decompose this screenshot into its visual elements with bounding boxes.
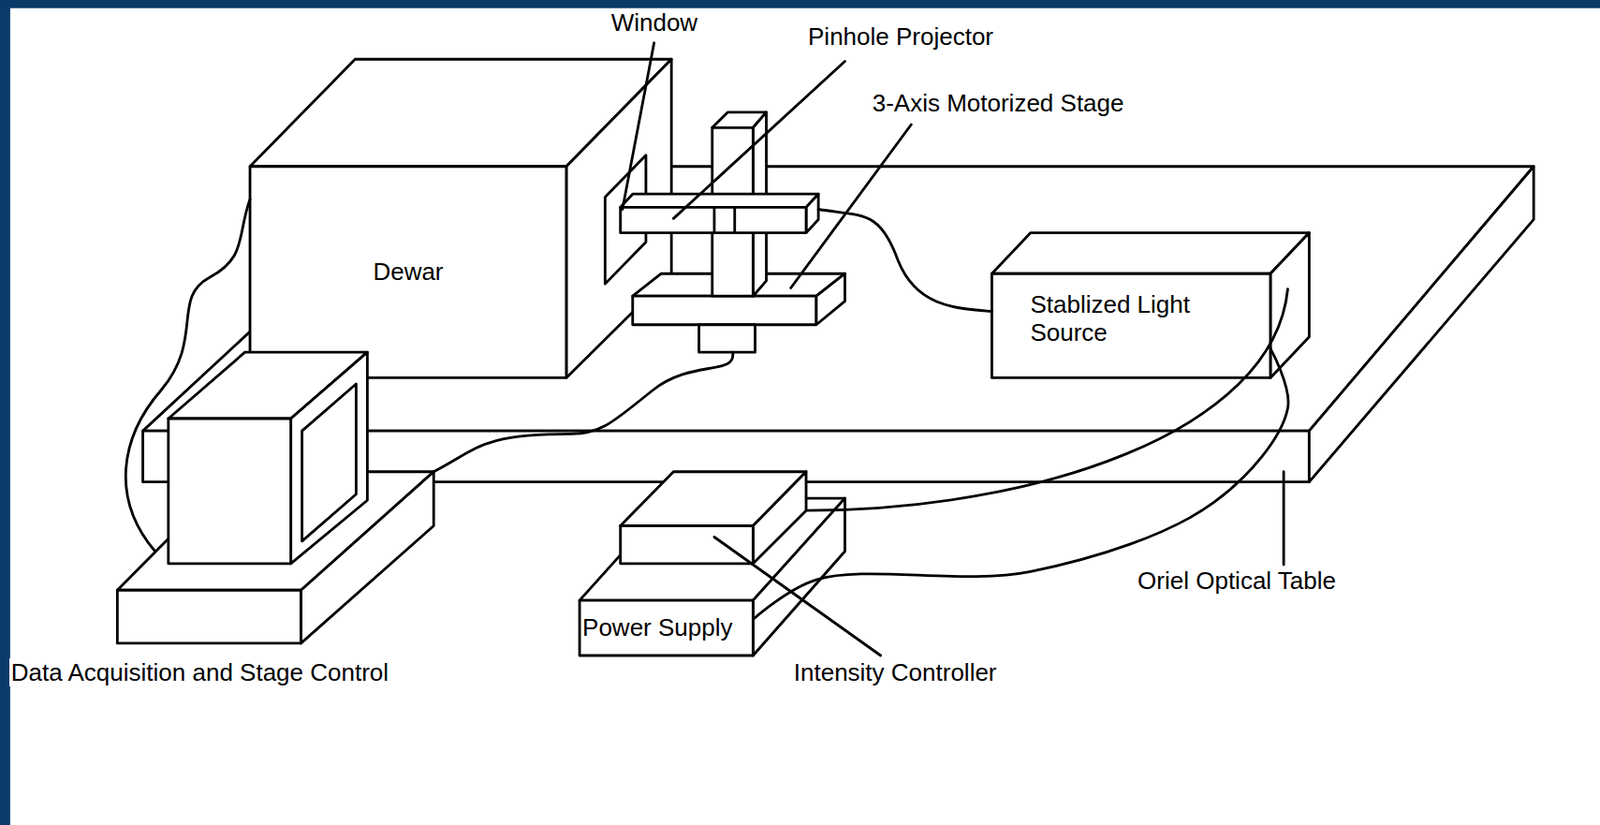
light-source-top [991, 233, 1309, 275]
light-source-side [1270, 233, 1309, 379]
monitor-front [168, 418, 292, 564]
stage-base-side [816, 273, 846, 325]
part-label: Intensity Controller [792, 658, 999, 687]
part-label: Window [609, 8, 700, 37]
node-text: Dewar [372, 257, 443, 286]
projector-bar [620, 206, 807, 233]
node-text: Stablized Light Source [1029, 290, 1232, 347]
computer-base-front [117, 589, 301, 644]
projector-top [620, 193, 819, 207]
projector-joint [733, 206, 736, 233]
stage-foot [699, 324, 756, 353]
leader-line [714, 537, 881, 656]
part-label: Oriel Optical Table [1135, 566, 1338, 595]
leader-line [622, 43, 655, 210]
node-text: Power Supply [582, 613, 733, 642]
part-label: Data Acquisition and Stage Control [9, 658, 391, 687]
light-source-front [991, 273, 1271, 378]
part-label: 3-Axis Motorized Stage [870, 88, 1127, 118]
dewar-cable [125, 199, 250, 552]
dewar-box: Dewar [249, 166, 567, 379]
dewar-front [249, 166, 567, 379]
table-side [1308, 166, 1534, 483]
monitor-screen [302, 383, 357, 542]
white-ground [10, 8, 1600, 825]
projector-joint [713, 206, 717, 233]
stage-base-front [632, 295, 817, 325]
leader-line [791, 124, 912, 288]
stage-cable [433, 352, 734, 472]
power-supply-front [579, 600, 753, 656]
controller-side [752, 471, 807, 564]
power-supply-box: Power Supply [579, 600, 753, 656]
leader-line [1282, 471, 1286, 565]
controller-cable [806, 289, 1288, 512]
projector-end [806, 193, 819, 233]
light-source-box: Stablized Light Source [991, 273, 1271, 378]
fiber-cable [818, 209, 992, 312]
leader-line [673, 60, 845, 219]
controller-front [620, 526, 754, 564]
monitor-side [291, 352, 368, 564]
part-label: Pinhole Projector [806, 22, 996, 51]
